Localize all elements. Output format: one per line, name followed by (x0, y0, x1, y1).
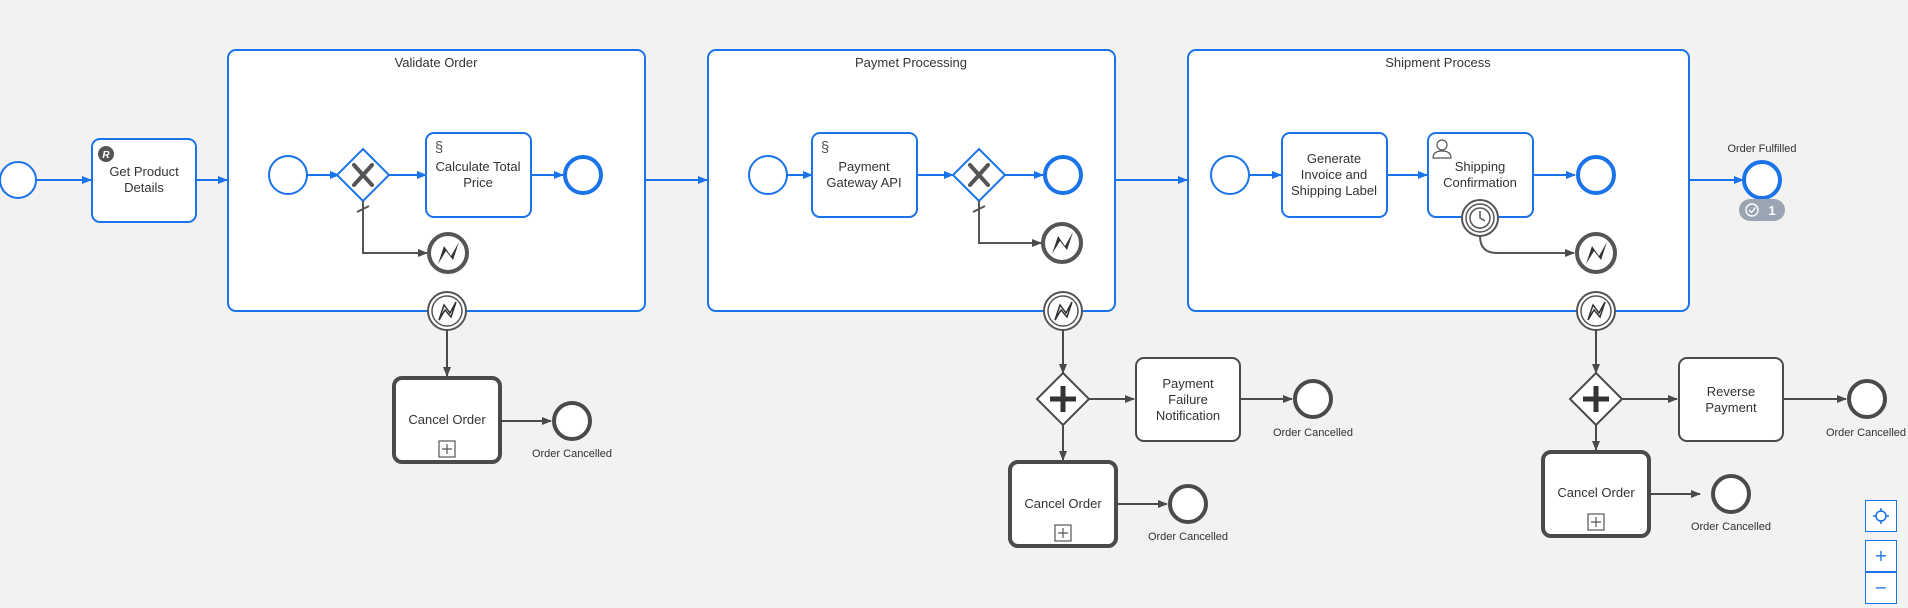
error-boundary-event[interactable] (427, 291, 467, 331)
parallel-gateway[interactable] (1035, 371, 1091, 427)
error-end-event[interactable] (1575, 232, 1617, 274)
subprocess-title: Paymet Processing (855, 55, 967, 70)
call-activity-cancel-order[interactable]: Cancel Order (1008, 460, 1118, 548)
default-flow (362, 201, 428, 257)
event-label: Order Cancelled (1691, 521, 1771, 533)
call-activity-cancel-order[interactable]: Cancel Order (392, 376, 502, 464)
parallel-gateway[interactable] (1568, 371, 1624, 427)
sequence-flow (1479, 235, 1575, 257)
default-flow-marker (356, 205, 370, 213)
task-label: Cancel Order (1557, 485, 1635, 500)
timer-boundary-event[interactable] (1461, 199, 1499, 237)
default-flow (978, 201, 1042, 247)
expand-icon (1587, 513, 1605, 531)
badge-count: 1 (1768, 203, 1775, 218)
start-event[interactable] (748, 155, 788, 195)
task-label: Cancel Order (408, 412, 486, 427)
check-circle-icon (1745, 203, 1759, 217)
start-event[interactable] (268, 155, 308, 195)
error-icon (438, 301, 457, 321)
error-icon (438, 242, 459, 264)
rule-task-icon-letter: R (102, 150, 110, 161)
end-event[interactable] (1043, 155, 1083, 195)
event-label: Order Cancelled (532, 448, 612, 460)
user-task-icon (1432, 139, 1452, 159)
error-icon (1054, 301, 1073, 321)
error-icon (1586, 242, 1607, 264)
expand-icon (438, 440, 456, 458)
clock-icon (1469, 207, 1491, 229)
end-event[interactable] (563, 155, 603, 195)
task-label: Cancel Order (1024, 496, 1102, 511)
event-label: Order Cancelled (1273, 427, 1353, 439)
subprocess-title: Shipment Process (1385, 55, 1491, 70)
error-icon (1587, 301, 1606, 321)
start-event[interactable] (1210, 155, 1250, 195)
start-event[interactable] (0, 161, 37, 199)
error-end-event[interactable] (1041, 222, 1083, 264)
error-boundary-event[interactable] (1576, 291, 1616, 331)
end-event-order-cancelled[interactable]: Order Cancelled (1273, 379, 1353, 439)
script-task-icon: § (435, 139, 443, 156)
default-flow-marker (972, 205, 986, 213)
end-event[interactable] (1576, 155, 1616, 195)
fit-to-screen-button[interactable] (1865, 500, 1897, 532)
end-event-order-cancelled[interactable]: Order Cancelled (1691, 474, 1771, 533)
script-task-icon: § (821, 139, 829, 156)
end-event-order-fulfilled[interactable]: Order Fulfilled (1727, 143, 1797, 200)
event-label: Order Cancelled (1826, 427, 1906, 439)
end-event-order-cancelled[interactable]: Order Cancelled (532, 401, 612, 460)
call-activity-cancel-order[interactable]: Cancel Order (1541, 450, 1651, 538)
crosshair-icon (1873, 508, 1889, 524)
zoom-in-button[interactable]: + (1865, 540, 1897, 572)
end-event-order-cancelled[interactable]: Order Cancelled (1826, 379, 1906, 439)
expand-icon (1054, 524, 1072, 542)
subprocess-title: Validate Order (395, 55, 479, 70)
instance-count-badge[interactable]: 1 (1739, 199, 1785, 221)
error-boundary-event[interactable] (1043, 291, 1083, 331)
zoom-out-button[interactable]: − (1865, 572, 1897, 604)
end-event-order-cancelled[interactable]: Order Cancelled (1148, 484, 1228, 543)
error-icon (1052, 232, 1073, 254)
event-label: Order Cancelled (1148, 531, 1228, 543)
error-end-event[interactable] (427, 232, 469, 274)
event-label: Order Fulfilled (1727, 143, 1796, 155)
rule-task-icon (98, 146, 114, 162)
